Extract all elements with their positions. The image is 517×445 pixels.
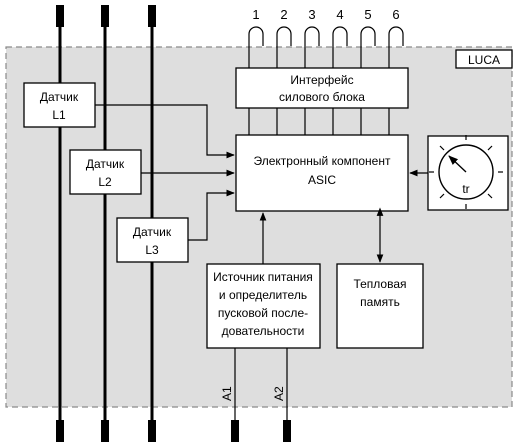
svg-text:Тепловая: Тепловая [353, 277, 406, 291]
output-terminals: 1 2 3 4 5 6 [248, 7, 404, 68]
svg-text:Источник питания: Источник питания [213, 270, 313, 284]
terminal-number-1: 1 [252, 7, 259, 22]
time-setting-dial: tr [427, 135, 509, 211]
terminal-number-6: 6 [392, 7, 399, 22]
svg-text:L2: L2 [98, 175, 112, 189]
svg-text:довательности: довательности [222, 324, 305, 338]
svg-text:L3: L3 [145, 243, 159, 257]
svg-text:пусковой после-: пусковой после- [218, 306, 308, 320]
a2-label: A2 [272, 386, 286, 401]
terminal-number-4: 4 [336, 7, 343, 22]
sensor-l2: Датчик L2 [69, 149, 142, 195]
svg-text:силового блока: силового блока [279, 90, 365, 104]
module-label: LUCA [455, 49, 513, 69]
svg-text:Датчик: Датчик [86, 157, 125, 171]
svg-text:tr: tr [462, 182, 469, 196]
terminal-hook-3 [304, 26, 320, 68]
terminal-number-2: 2 [280, 7, 287, 22]
phase-l2-bottom-terminal [101, 420, 109, 442]
phase-l3-top-terminal [148, 5, 156, 27]
a1-label: A1 [220, 386, 234, 401]
svg-text:Интерфейс: Интерфейс [290, 73, 353, 87]
dial-needle [448, 155, 467, 173]
phase-l3-bottom-terminal [148, 420, 156, 442]
terminal-hook-6 [388, 26, 404, 68]
interface-block: Интерфейс силового блока [235, 67, 409, 109]
phase-l1-top-terminal [56, 5, 64, 27]
power-supply-block: Источник питания и определитель пусковой… [206, 263, 321, 349]
terminal-hook-1 [248, 26, 264, 68]
svg-text:Электронный компонент: Электронный компонент [254, 154, 391, 168]
a1-terminal [231, 420, 239, 442]
terminal-hook-2 [276, 26, 292, 68]
arrow-l1-to-asic [95, 104, 235, 159]
interface-asic-links [248, 108, 390, 135]
svg-text:ASIC: ASIC [308, 173, 336, 187]
svg-text:память: память [360, 295, 400, 309]
svg-text:Датчик: Датчик [40, 90, 79, 104]
phase-l2-top-terminal [101, 5, 109, 27]
svg-text:и определитель: и определитель [219, 288, 307, 302]
sensor-l1: Датчик L1 [23, 82, 96, 128]
terminal-number-5: 5 [364, 7, 371, 22]
arrow-l3-to-asic [188, 189, 235, 241]
thermal-memory-block: Тепловая память [336, 263, 424, 349]
asic-block: Электронный компонент ASIC [235, 134, 409, 212]
supply-leads: A1 A2 [220, 348, 291, 442]
svg-text:L1: L1 [52, 108, 66, 122]
svg-text:LUCA: LUCA [468, 53, 500, 67]
svg-text:Датчик: Датчик [133, 225, 172, 239]
terminal-hook-4 [332, 26, 348, 68]
terminal-number-3: 3 [308, 7, 315, 22]
phase-l1-bottom-terminal [56, 420, 64, 442]
a2-terminal [283, 420, 291, 442]
terminal-hook-5 [360, 26, 376, 68]
dial-ticks [429, 135, 503, 209]
sensor-l3: Датчик L3 [116, 217, 189, 263]
